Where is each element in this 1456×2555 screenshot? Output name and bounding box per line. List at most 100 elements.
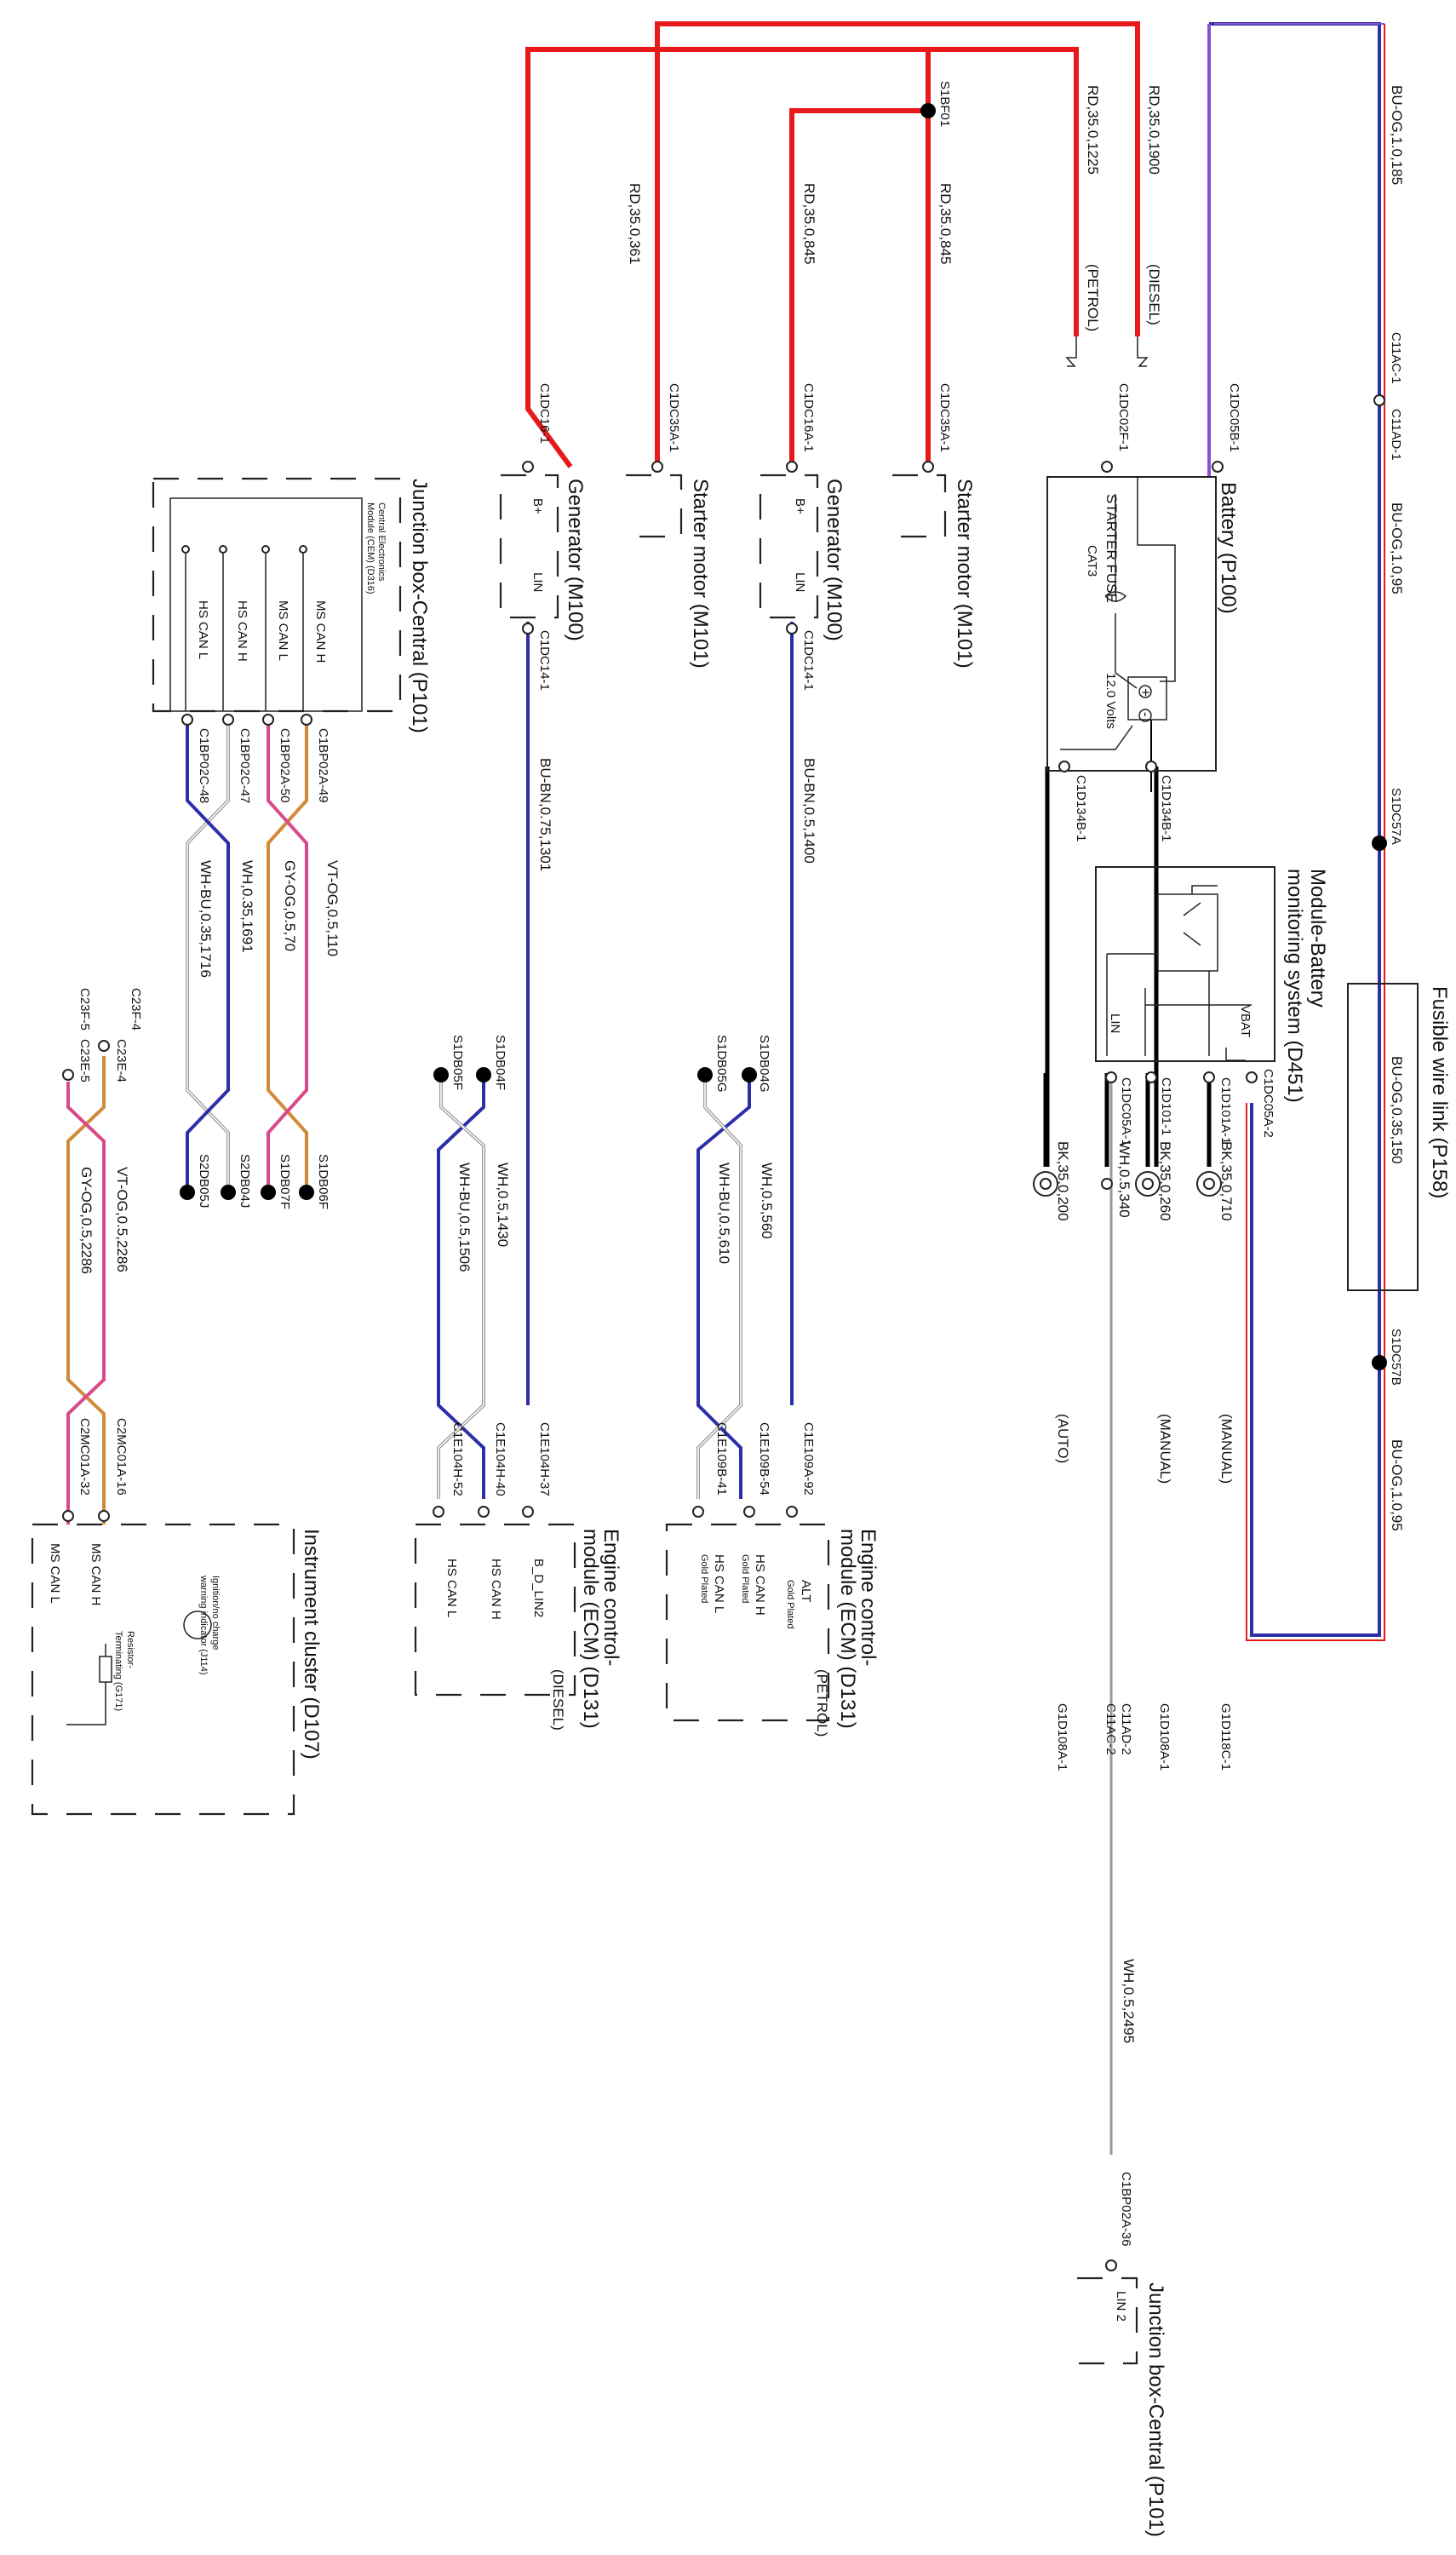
splice-s1bf01 bbox=[920, 103, 936, 118]
junction-box-title: Junction box-Central (P101) bbox=[408, 479, 431, 733]
connector-label: S1DB05F bbox=[450, 1035, 465, 1090]
auto-variant-label: (AUTO) bbox=[1055, 1414, 1071, 1463]
ecm-box-diesel bbox=[414, 1523, 576, 1697]
connector-label: C23E-5 bbox=[77, 1039, 92, 1082]
connector-label: C1D134B-1 bbox=[1159, 775, 1173, 841]
volts-label: 12.0 Volts bbox=[1103, 673, 1118, 729]
connector-label: S1DC57A bbox=[1389, 788, 1403, 845]
ecm-petrol-hs-can-h: HS CAN H bbox=[753, 1554, 767, 1616]
wire-label: WH,0.5,1430 bbox=[495, 1163, 511, 1247]
connector-label: S1DC57B bbox=[1389, 1329, 1403, 1386]
indicator-label-line2: warning indicator (J114) bbox=[198, 1575, 209, 1675]
cluster-ms-can-l: MS CAN L bbox=[48, 1543, 62, 1604]
cem-ms-can-l: MS CAN L bbox=[276, 600, 290, 661]
connector-label: C23F-5 bbox=[77, 988, 92, 1031]
starter-motor-box-petrol bbox=[892, 474, 947, 538]
wire-label: WH,0.35,1691 bbox=[239, 860, 255, 953]
ground-wires-black bbox=[1043, 720, 1212, 2155]
cem-hs-can-h: HS CAN H bbox=[235, 600, 249, 662]
connector-label: C11AD-2 bbox=[1119, 1703, 1133, 1755]
generator-box-petrol bbox=[759, 474, 819, 619]
bms-title-line2: monitoring system (D451) bbox=[1283, 869, 1306, 1103]
twisted-pair-ecm-petrol bbox=[696, 1067, 757, 1499]
wire-label: BU-OG,1.0,185 bbox=[1389, 85, 1405, 185]
ecm-diesel-hs-can-l: HS CAN L bbox=[444, 1559, 459, 1617]
connector-label: G1D108A-1 bbox=[1055, 1703, 1069, 1771]
wire-label: BK,35.0,200 bbox=[1055, 1141, 1071, 1221]
lin2-label: LIN 2 bbox=[1114, 2291, 1128, 2322]
wire-label: GY-OG,0.5,70 bbox=[282, 860, 298, 951]
connector-label: S1DB05G bbox=[714, 1035, 729, 1093]
ecm-title-petrol-line1: Engine control- bbox=[857, 1529, 880, 1666]
bms-lin-label: LIN bbox=[1108, 1013, 1122, 1033]
junction-box-lin2-title: Junction box-Central (P101) bbox=[1144, 2282, 1167, 2537]
connector-label: C1E109A-92 bbox=[801, 1422, 816, 1496]
connector-label: C1BP02A-49 bbox=[316, 728, 330, 803]
wire-label: VT-OG,0.5,110 bbox=[324, 860, 341, 956]
ecm-box-petrol bbox=[665, 1523, 830, 1722]
wire-label: BK,35.0,260 bbox=[1157, 1141, 1173, 1221]
ecm-petrol-hs-can-l: HS CAN L bbox=[712, 1554, 726, 1613]
resistor-label-line2: Terminating (G171) bbox=[113, 1631, 123, 1711]
twisted-pair-ms-can-cluster bbox=[66, 1056, 106, 1524]
connector-label: C23F-4 bbox=[129, 988, 143, 1031]
connector-label: C2MC01A-16 bbox=[114, 1418, 129, 1496]
junction-box-lin2 bbox=[1077, 2277, 1138, 2365]
connector-label: C2MC01A-32 bbox=[77, 1418, 92, 1496]
wire-label: BU-BN,0.75,1301 bbox=[537, 758, 553, 871]
connector-label: C11AC-2 bbox=[1103, 1703, 1118, 1755]
ecm-petrol-hs-can-l-gold: Gold Plated bbox=[699, 1554, 709, 1603]
starter-motor-title-petrol: Starter motor (M101) bbox=[953, 479, 976, 669]
bms-box bbox=[1095, 866, 1275, 1062]
instrument-cluster-box bbox=[31, 1523, 295, 1816]
wire-label: RD,35.0,1900 bbox=[1146, 85, 1162, 175]
ecm-title-petrol-line2: module (ECM) (D131) bbox=[836, 1529, 859, 1729]
wire-label: VT-OG,0.5,2286 bbox=[114, 1167, 130, 1272]
connector-label: S2DB05J bbox=[197, 1154, 211, 1208]
connector-label: S1DB07F bbox=[278, 1154, 292, 1209]
connector-label: S1BF01 bbox=[937, 81, 952, 127]
connector-label: C1DC16A-1 bbox=[801, 383, 816, 452]
ecm-diesel-hs-can-h: HS CAN H bbox=[489, 1559, 503, 1620]
wire-label: BU-OG,1.0,95 bbox=[1389, 502, 1405, 594]
connector-label: C1DC05A-2 bbox=[1261, 1069, 1275, 1138]
battery-cables-red bbox=[525, 21, 1149, 468]
connector-label: C1E104H-40 bbox=[493, 1422, 507, 1496]
wire-label: RD,35.0,845 bbox=[801, 183, 817, 264]
connector-label: S1DB06F bbox=[316, 1154, 330, 1209]
ecm-alt-label: ALT bbox=[799, 1580, 813, 1602]
manual-variant-label: (MANUAL) bbox=[1218, 1414, 1235, 1484]
wire-label: RD,35.0,845 bbox=[937, 183, 954, 264]
indicator-label-line1: Ignition/no charge bbox=[210, 1576, 221, 1650]
ecm-title-diesel-line2: module (ECM) (D131) bbox=[579, 1529, 602, 1729]
battery-minus-terminal: - bbox=[1138, 712, 1154, 717]
connector-label: S1DB04G bbox=[757, 1035, 771, 1093]
connector-label: C1BP02C-47 bbox=[238, 728, 252, 803]
instrument-cluster-title: Instrument cluster (D107) bbox=[300, 1529, 323, 1760]
connector-label: C1BP02A-50 bbox=[278, 728, 292, 803]
wire-label: WH,0.5,2495 bbox=[1121, 1959, 1137, 2043]
wire-label: RD,35.0,361 bbox=[627, 183, 643, 264]
wire-label: BK,35.0,710 bbox=[1218, 1141, 1235, 1221]
cat3-label: CAT3 bbox=[1085, 545, 1099, 577]
connector-label: G1D118C-1 bbox=[1218, 1703, 1233, 1771]
bms-title-line1: Module-Battery bbox=[1306, 869, 1329, 1008]
connector-label: C1DC35A-1 bbox=[667, 383, 681, 452]
connector-label: G1D108A-1 bbox=[1157, 1703, 1172, 1771]
connector-label: C1DC05B-1 bbox=[1227, 383, 1241, 452]
generator-b-plus-petrol: B+ bbox=[793, 498, 807, 514]
connector-label: C11AD-1 bbox=[1389, 409, 1403, 461]
lin-wires bbox=[526, 622, 794, 1405]
connector-label: C1E104H-37 bbox=[537, 1422, 552, 1496]
connector-label: C1DC05A-1 bbox=[1119, 1077, 1133, 1146]
connector-label: C1E109B-41 bbox=[714, 1422, 729, 1496]
battery-box bbox=[1046, 476, 1217, 772]
wire-label: WH,0.5,560 bbox=[759, 1163, 775, 1239]
resistor-label-line1: Resistor- bbox=[125, 1631, 135, 1668]
ecm-petrol-hs-can-h-gold: Gold Plated bbox=[740, 1554, 750, 1603]
connector-label: C1D101A-1 bbox=[1218, 1077, 1233, 1144]
twisted-pair-hs-can-cem bbox=[180, 724, 236, 1200]
ecm-diesel-variant: (DIESEL) bbox=[550, 1669, 566, 1731]
connector-label: C1D101-1 bbox=[1159, 1077, 1173, 1135]
connector-label: C1DC35A-1 bbox=[937, 383, 952, 452]
